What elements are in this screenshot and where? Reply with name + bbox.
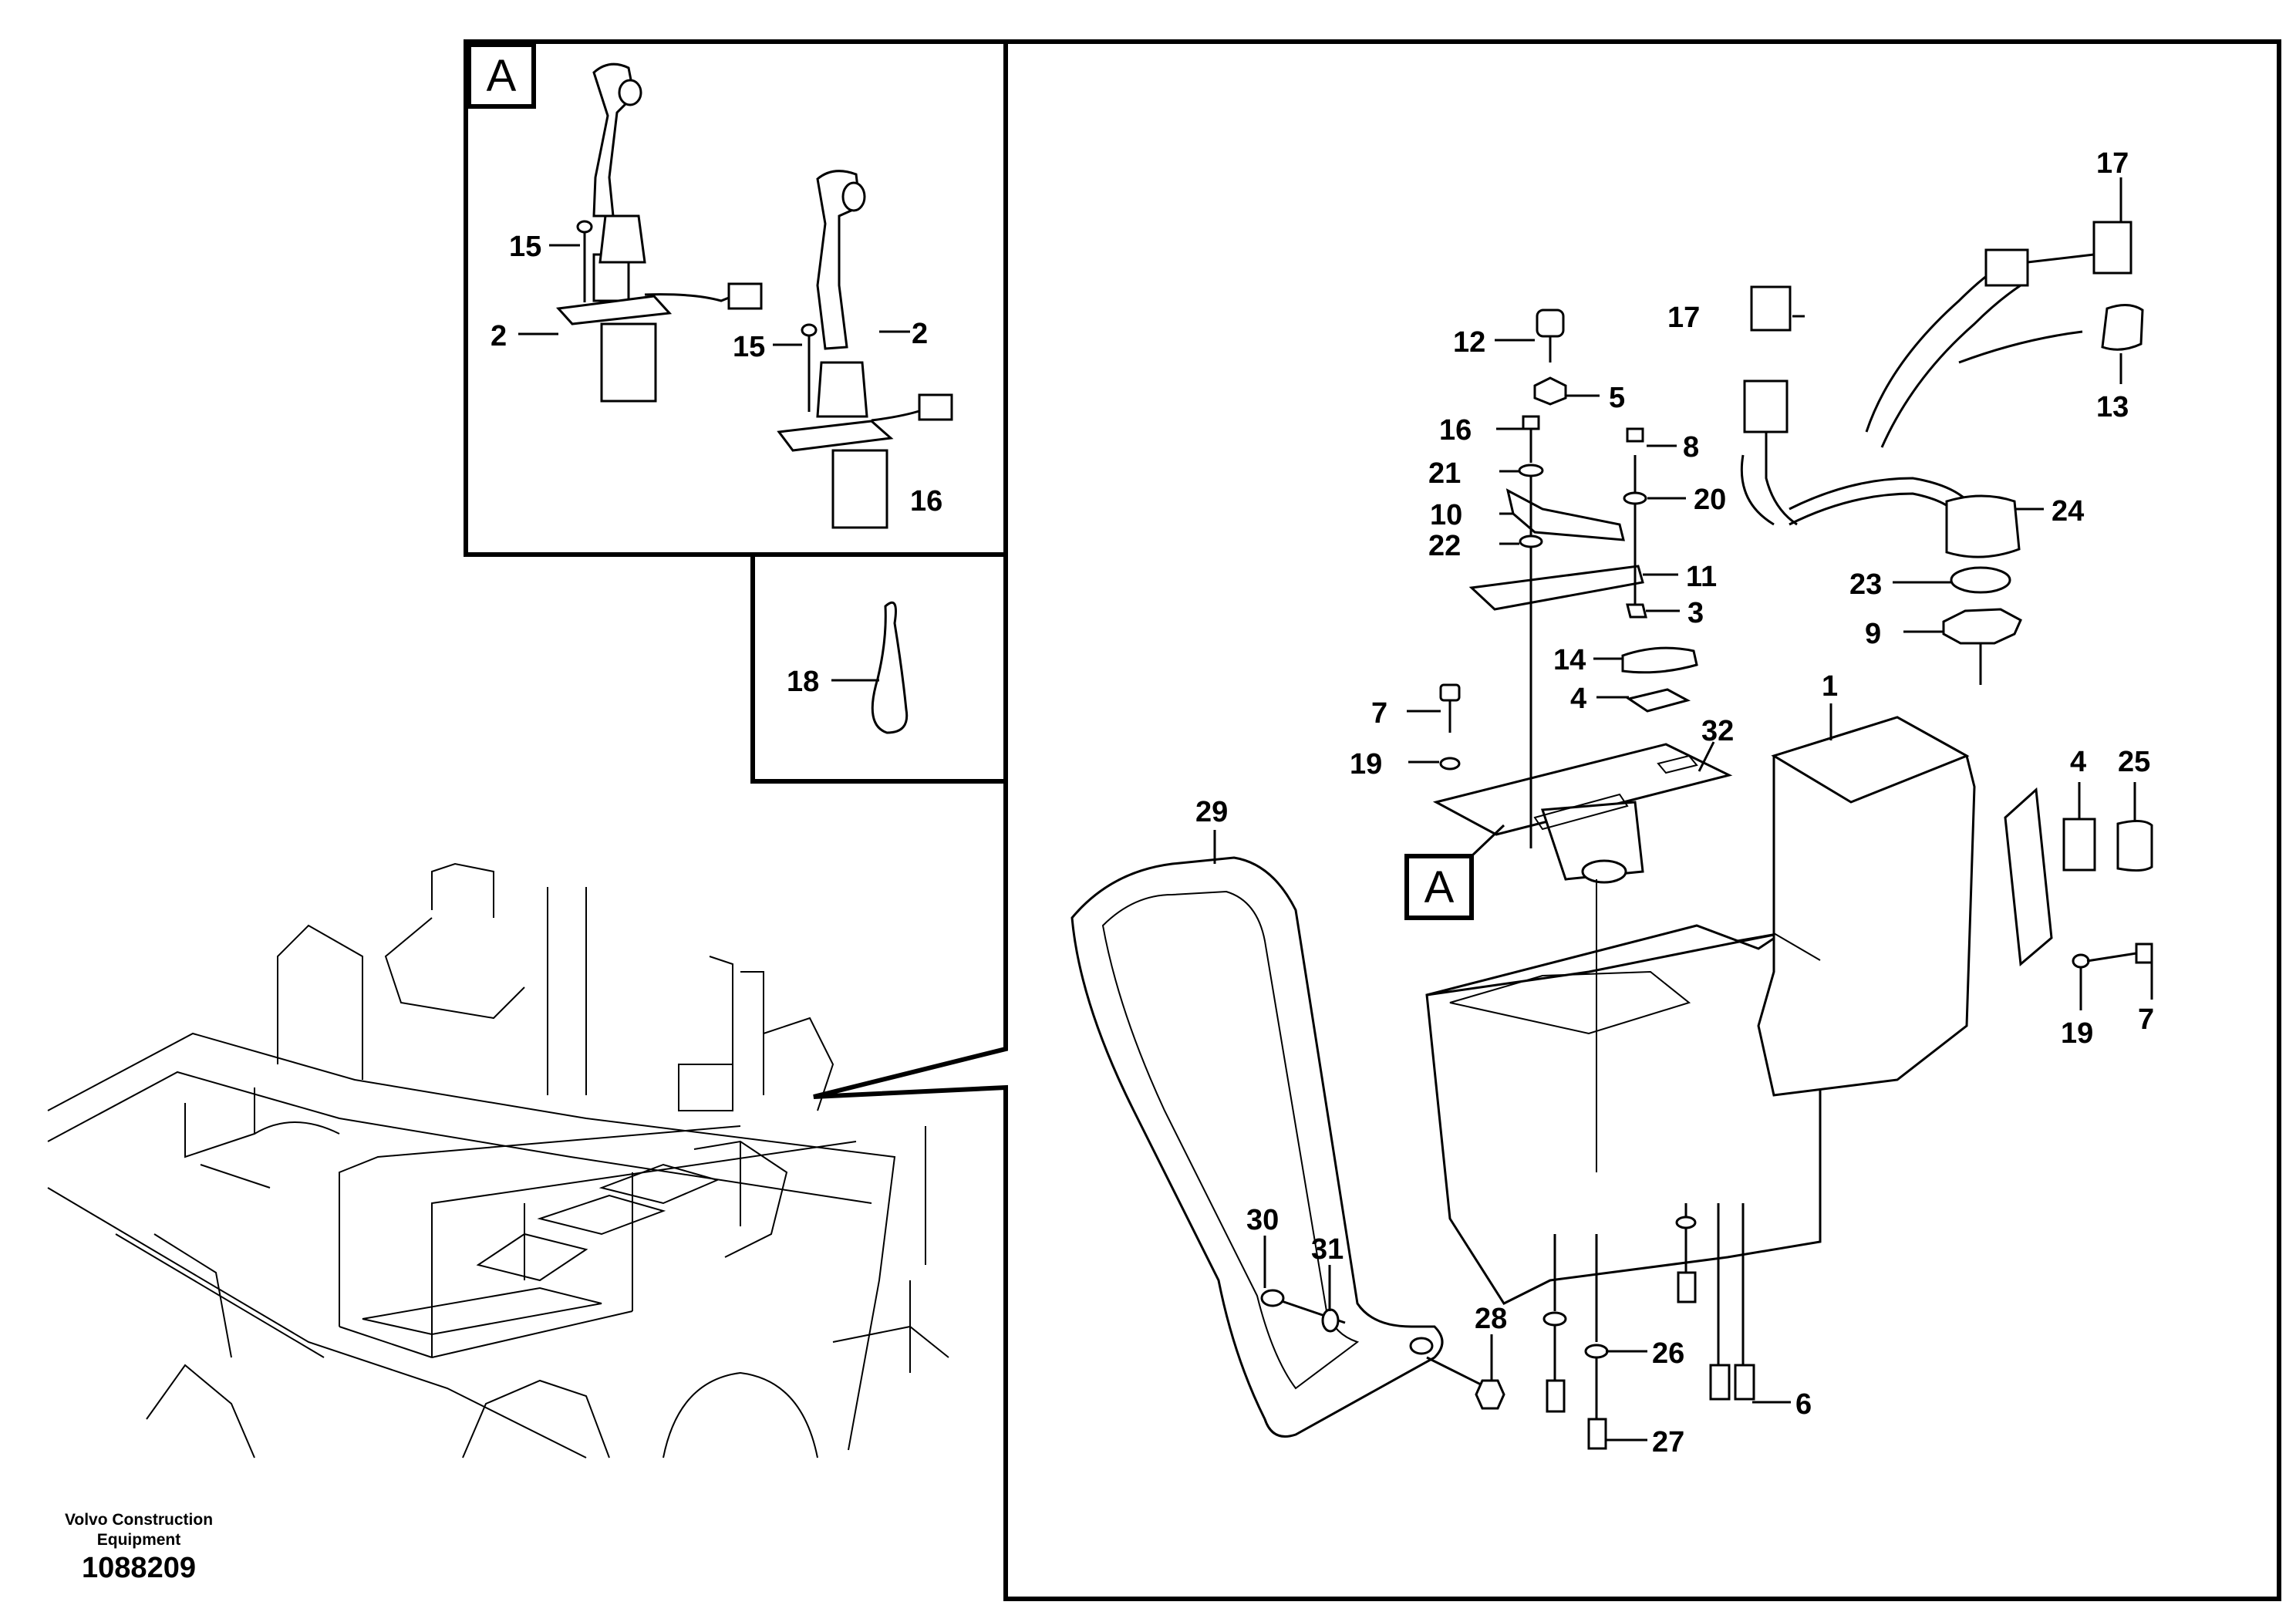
washers-21-22-20: [1518, 464, 1647, 619]
switch-panel-4-25: [2004, 787, 2153, 969]
bolt-7-washer-19-left: [1439, 683, 1461, 771]
callout-1: 1: [1822, 670, 1838, 703]
callout-23: 23: [1849, 568, 1882, 601]
callout-19: 19: [2061, 1017, 2093, 1050]
callout-26: 26: [1652, 1337, 1684, 1370]
callout-18: 18: [787, 666, 819, 698]
callout-31: 31: [1311, 1233, 1344, 1266]
callout-29: 29: [1195, 796, 1228, 828]
callout-13: 13: [2096, 391, 2129, 423]
callout-21: 21: [1428, 457, 1461, 490]
grommet-24-ring-23-nut-9: [1942, 494, 2022, 685]
callout-6: 6: [1795, 1388, 1812, 1421]
main-view-letter-box: A: [1404, 824, 1505, 920]
main-view-letter: A: [1424, 862, 1455, 912]
callout-16: 16: [1439, 414, 1472, 447]
bolts-16-8: [1522, 415, 1644, 463]
handrail-29: [1070, 856, 1444, 1438]
mounting-plate-32: [1432, 743, 1733, 884]
brand-line-1: Volvo Construction: [64, 1511, 214, 1529]
detail-view-letter: A: [487, 51, 517, 101]
callout-15: 15: [509, 231, 541, 263]
callout-4: 4: [2070, 746, 2086, 778]
callout-2: 2: [912, 318, 928, 350]
callout-16: 16: [910, 485, 942, 518]
callout-10: 10: [1430, 499, 1462, 531]
machine-overview-illustration: [47, 862, 949, 1458]
callout-28: 28: [1475, 1303, 1507, 1335]
callout-12: 12: [1453, 326, 1485, 359]
callout-30: 30: [1246, 1204, 1279, 1236]
callout-17: 17: [2096, 147, 2129, 180]
callout-32: 32: [1701, 715, 1734, 747]
callout-8: 8: [1683, 431, 1699, 464]
callout-17: 17: [1667, 302, 1700, 334]
callout-24: 24: [2052, 495, 2084, 528]
callout-labels: 15 2 15 2 16 18 12 5 16 8 21 20 10 22 11…: [491, 147, 2154, 1458]
switch-17-and-harness: [1740, 221, 2144, 526]
lower-bolts-26-27-6: [1542, 879, 1755, 1450]
callout-11: 11: [1686, 561, 1717, 593]
bracket-10-11: [1468, 455, 1644, 848]
joystick-right: [777, 170, 953, 529]
callout-3: 3: [1687, 597, 1704, 629]
brand-line-2: Equipment: [96, 1531, 181, 1549]
cover-14-gasket-4: [1621, 646, 1698, 713]
main-frame: [750, 39, 2281, 1601]
bolts-30-31-28: [1260, 1289, 1505, 1410]
brand-caption: Volvo Construction Equipment: [46, 1510, 231, 1550]
callout-27: 27: [1652, 1426, 1684, 1458]
callout-25: 25: [2118, 746, 2150, 778]
pin-15-right: [801, 323, 818, 412]
detail-frame-a: A: [464, 39, 1008, 557]
callout-20: 20: [1694, 484, 1726, 516]
callout-2: 2: [491, 320, 507, 352]
leader-lines: [518, 177, 2153, 1442]
pin-15-left: [576, 220, 593, 302]
callout-7: 7: [2138, 1003, 2154, 1036]
callout-14: 14: [1553, 644, 1586, 676]
callout-19: 19: [1350, 748, 1382, 781]
callout-15: 15: [733, 331, 765, 363]
callout-4: 4: [1570, 683, 1586, 715]
callout-9: 9: [1865, 618, 1881, 650]
knob-12-nut-5: [1533, 309, 1567, 406]
document-number: 1088209: [82, 1552, 196, 1584]
joystick-left: [555, 62, 763, 403]
callout-5: 5: [1609, 382, 1625, 414]
callout-22: 22: [1428, 530, 1461, 562]
callout-7: 7: [1371, 697, 1387, 730]
cable-tie-detail: [871, 601, 909, 734]
console-body-1: [1425, 716, 1976, 1305]
